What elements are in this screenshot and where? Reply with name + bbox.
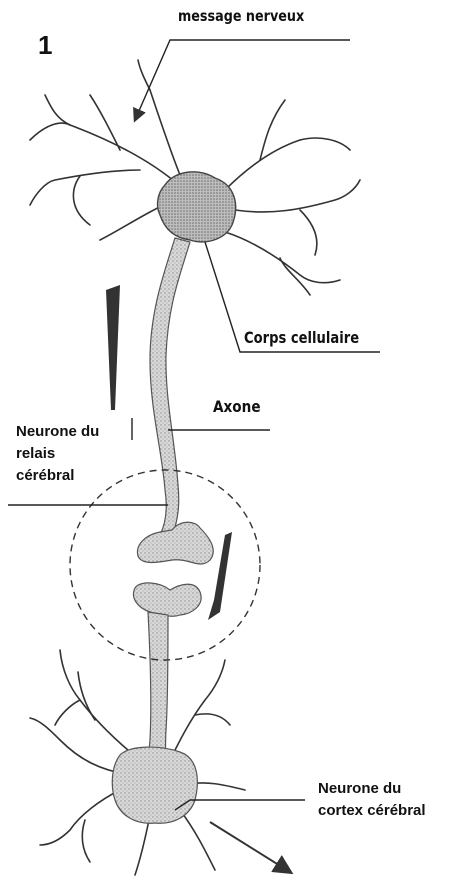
label-message-nerveux: message nerveux bbox=[178, 7, 304, 25]
label-neurone-relais-line2: relais bbox=[16, 443, 99, 465]
dendrite-head bbox=[133, 583, 201, 616]
label-corps-cellulaire: Corps cellulaire bbox=[244, 328, 359, 347]
axon bbox=[150, 238, 190, 537]
flow-arrow-left bbox=[106, 285, 120, 410]
label-axone: Axone bbox=[213, 397, 261, 416]
label-neurone-relais-line3: cérébral bbox=[16, 465, 99, 487]
output-arrow bbox=[210, 822, 290, 872]
label-neurone-cortex-line2: cortex cérébral bbox=[318, 800, 426, 822]
label-neurone-relais: Neurone du relais cérébral bbox=[16, 421, 99, 487]
figure-number: 1 bbox=[38, 30, 52, 61]
axon-terminal bbox=[137, 522, 213, 564]
cell-body bbox=[158, 172, 236, 242]
label-neurone-cortex: Neurone du cortex cérébral bbox=[318, 778, 426, 822]
cortex-cell-body bbox=[112, 747, 197, 823]
message-arrow bbox=[135, 40, 350, 120]
label-neurone-cortex-line1: Neurone du bbox=[318, 778, 426, 800]
label-neurone-relais-line1: Neurone du bbox=[16, 421, 99, 443]
